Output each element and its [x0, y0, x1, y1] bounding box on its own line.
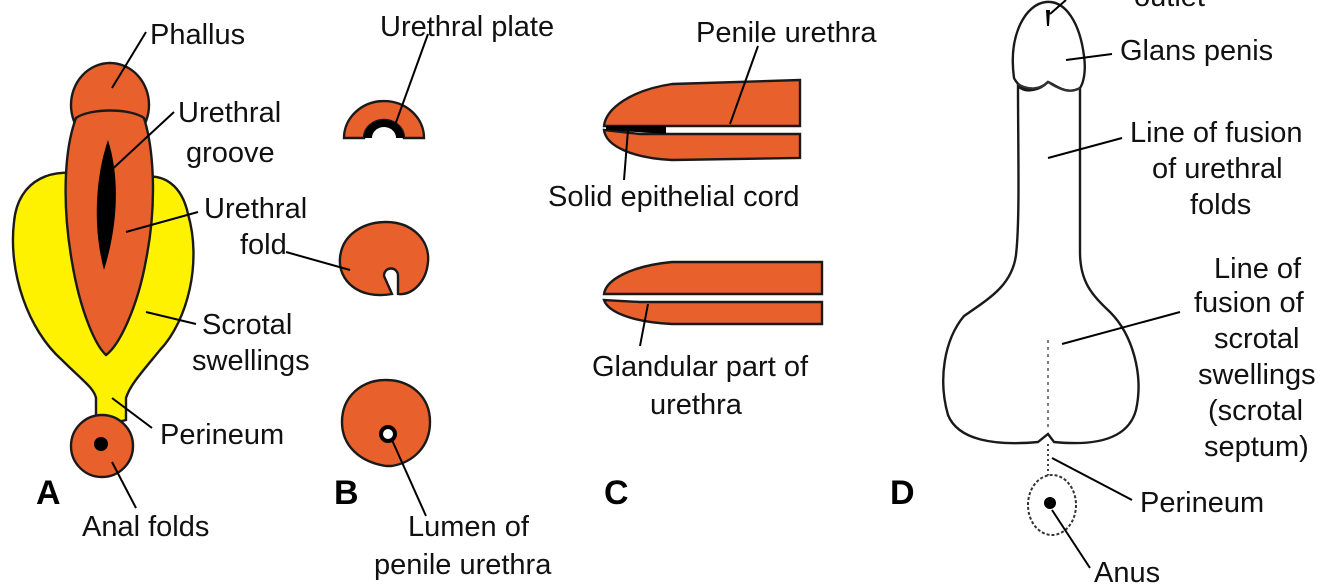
penile-urethra-label: Penile urethra	[696, 17, 877, 49]
section-fold-shape	[340, 222, 428, 295]
perineum-label-d: Perineum	[1140, 487, 1264, 519]
panel-letter-a: A	[36, 474, 61, 512]
fusion-scrotal-label-line4: swellings	[1198, 359, 1316, 391]
urethral-plate-label: Urethral plate	[380, 11, 554, 43]
fusion-scrotal-label-line3: scrotal	[1214, 323, 1299, 355]
panel-d-drawing	[943, 2, 1138, 535]
lumen-label-line2: penile urethra	[374, 549, 552, 581]
glandular-urethra-upper	[604, 262, 822, 294]
panel-a-drawing	[13, 63, 194, 477]
cross-section-lumen	[342, 380, 430, 466]
panel-d-labels: outlet Glans penis Line of fusion of ure…	[890, 0, 1316, 586]
fusion-scrotal-label-line2: fusion of	[1194, 287, 1305, 319]
panel-letter-b: B	[334, 474, 359, 512]
glans-penis-label: Glans penis	[1120, 35, 1273, 67]
fusion-scrotal-label-line6: septum)	[1204, 431, 1309, 463]
perineum-label-a: Perineum	[160, 419, 284, 451]
fusion-scrotal-label-line1: Line of	[1214, 253, 1302, 285]
panel-b-drawing	[340, 101, 430, 466]
section-plate-shape	[344, 101, 424, 138]
urethral-lumen	[383, 429, 393, 439]
panel-b-labels: Urethral plate Lumen of penile urethra B	[334, 11, 554, 581]
fusion-urethral-label-line3: folds	[1190, 189, 1251, 221]
cross-section-urethral-plate	[344, 101, 424, 138]
penile-urethra-lower	[604, 130, 800, 160]
section-lumen-shape	[342, 380, 430, 466]
anus-pit-a	[94, 437, 108, 451]
glandular-label-line1: Glandular part of	[592, 351, 809, 383]
phallus-label: Phallus	[150, 19, 245, 51]
penile-urethra-upper	[604, 80, 800, 126]
anus-d-pit	[1044, 497, 1056, 509]
scrotal-swellings-label-line1: Scrotal	[202, 309, 292, 341]
outlet-label: outlet	[1134, 0, 1205, 13]
anus-label: Anus	[1094, 557, 1160, 586]
urethral-fold-label-line2: fold	[240, 229, 287, 261]
urethral-groove-label-line1: Urethral	[178, 97, 281, 129]
glandular-label-line2: urethra	[650, 389, 743, 421]
fusion-urethral-label-line1: Line of fusion	[1130, 117, 1303, 149]
urethral-groove-label-line2: groove	[186, 137, 275, 169]
urethral-fold-label-line1: Urethral	[204, 193, 307, 225]
scrotal-swellings-label-line2: swellings	[192, 345, 310, 377]
lumen-label-line1: Lumen of	[408, 511, 530, 543]
solid-epithelial-cord-label: Solid epithelial cord	[548, 181, 799, 213]
anal-folds-label: Anal folds	[82, 511, 209, 543]
shaft-and-scrotum-shape	[943, 82, 1138, 443]
panel-letter-d: D	[890, 474, 915, 512]
fusion-scrotal-label-line5: (scrotal	[1208, 395, 1303, 427]
cross-section-urethral-fold	[340, 222, 428, 295]
glandular-urethra-lower	[604, 300, 822, 324]
fusion-urethral-label-line2: of urethral	[1152, 153, 1283, 185]
panel-letter-c: C	[604, 474, 629, 512]
